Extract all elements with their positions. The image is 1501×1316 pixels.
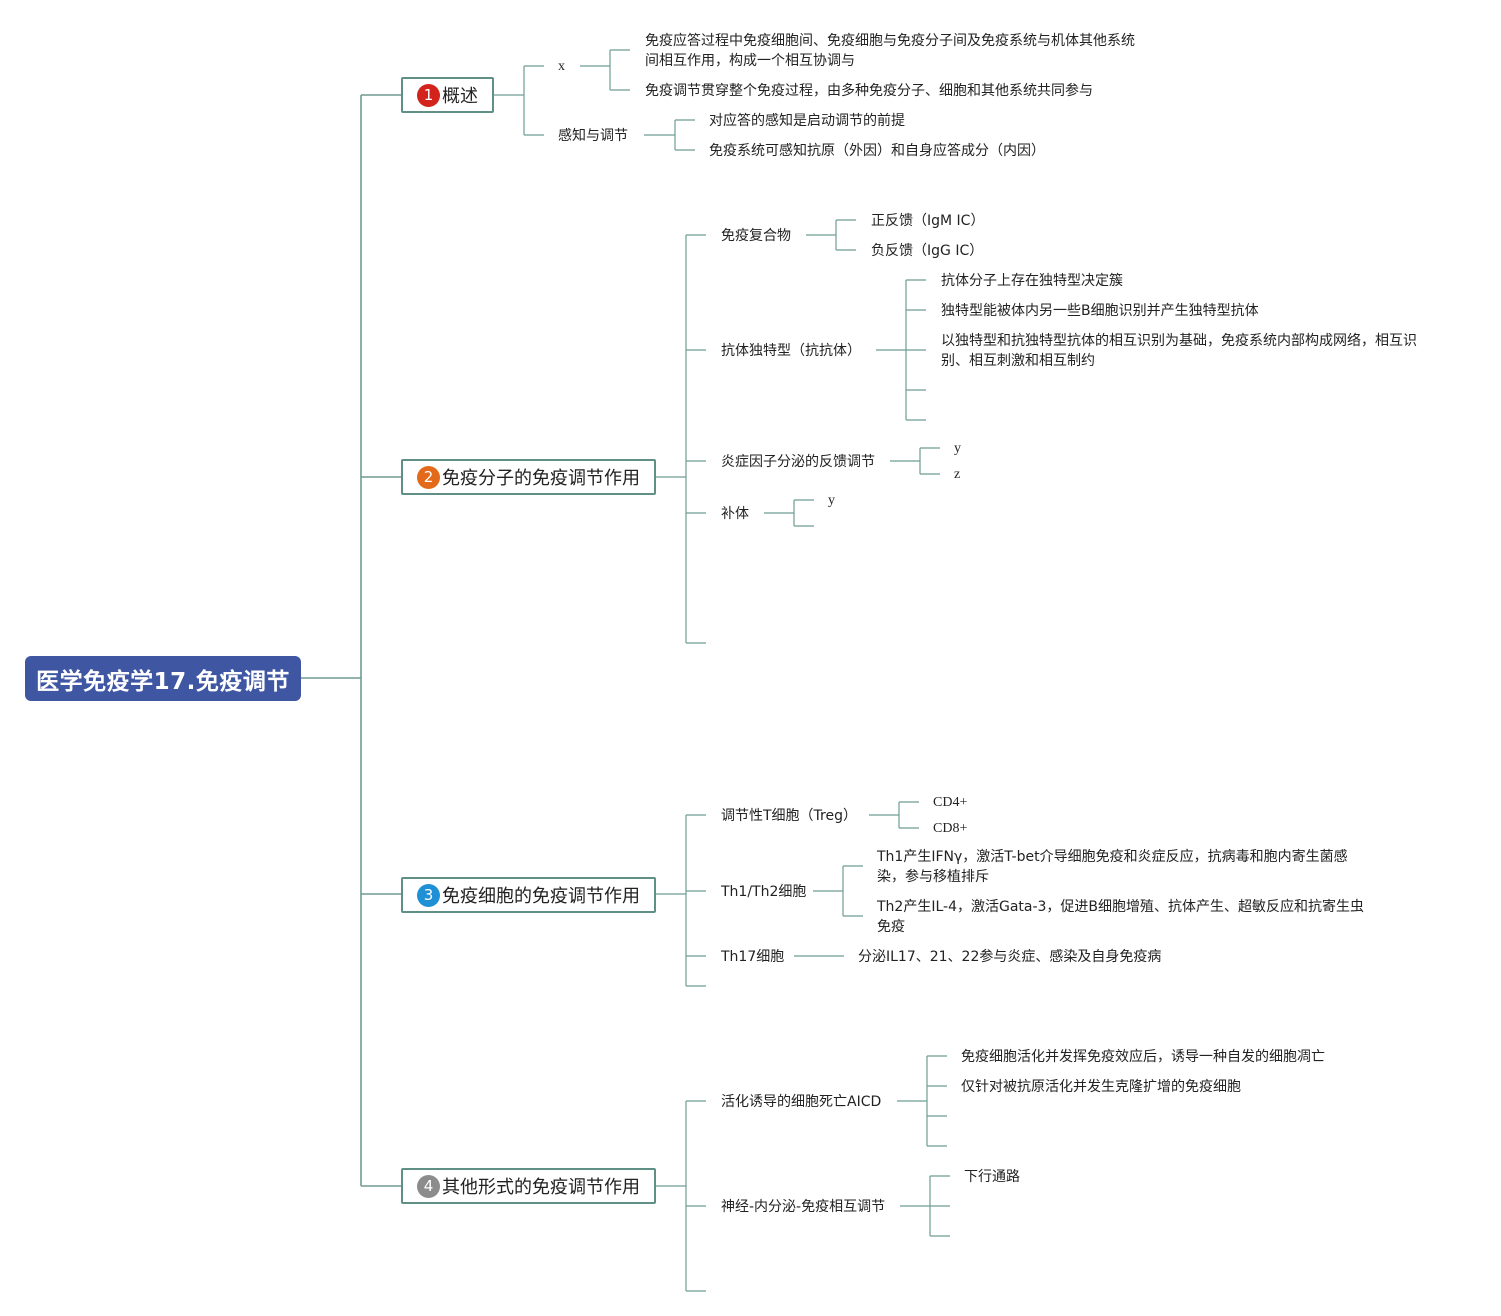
node-cd8[interactable]: CD8+	[933, 821, 968, 836]
node-th1[interactable]: Th1产生IFNγ，激活T-bet介导细胞免疫和炎症反应，抗病毒和胞内寄生菌感染…	[877, 849, 1348, 885]
number-badge-4: 4	[417, 1174, 440, 1198]
node-th1-th2[interactable]: Th1/Th2细胞	[721, 884, 807, 900]
node-aicd-apoptosis[interactable]: 免疫细胞活化并发挥免疫效应后，诱导一种自发的细胞凋亡	[961, 1049, 1325, 1065]
connector-b4-neuro	[900, 1175, 950, 1237]
node-immune-complex[interactable]: 免疫复合物	[721, 228, 791, 244]
branch-immune-cells[interactable]: 3 免疫细胞的免疫调节作用	[401, 877, 656, 913]
connector-b2	[656, 234, 706, 644]
node-infl-y[interactable]: y	[954, 441, 961, 456]
connector-b3	[656, 814, 706, 987]
branch-label: 其他形式的免疫调节作用	[442, 1177, 640, 1198]
number-badge-3: 3	[417, 883, 440, 907]
node-treg[interactable]: 调节性T细胞（Treg）	[721, 808, 857, 824]
node-overview-scope[interactable]: 免疫调节贯穿整个免疫过程，由多种免疫分子、细胞和其他系统共同参与	[645, 83, 1093, 99]
node-inflammation-feedback[interactable]: 炎症因子分泌的反馈调节	[721, 454, 875, 470]
connector-b4-aicd	[897, 1055, 947, 1147]
node-idiotype-determinant[interactable]: 抗体分子上存在独特型决定簇	[941, 273, 1123, 289]
node-sense-premise[interactable]: 对应答的感知是启动调节的前提	[709, 113, 905, 129]
node-sense-regulate[interactable]: 感知与调节	[558, 128, 628, 144]
node-sense-antigen[interactable]: 免疫系统可感知抗原（外因）和自身应答成分（内因）	[709, 143, 1045, 159]
node-th17[interactable]: Th17细胞	[721, 949, 785, 965]
node-negative-feedback[interactable]: 负反馈（IgG IC）	[871, 243, 984, 259]
number-badge-1: 1	[417, 83, 440, 107]
number-badge-2: 2	[417, 465, 440, 489]
node-cd4[interactable]: CD4+	[933, 795, 968, 810]
root-topic[interactable]: 医学免疫学17.免疫调节	[25, 656, 301, 701]
connector-root	[301, 94, 401, 1187]
branch-label: 免疫细胞的免疫调节作用	[442, 886, 640, 907]
node-th2[interactable]: Th2产生IL-4，激活Gata-3，促进B细胞增殖、抗体产生、超敏反应和抗寄生…	[877, 899, 1365, 935]
connector-b3-th	[813, 865, 863, 917]
branch-other-forms[interactable]: 4 其他形式的免疫调节作用	[401, 1168, 656, 1204]
node-complement[interactable]: 补体	[721, 506, 749, 522]
connector-b2-comp	[764, 499, 814, 527]
connector-b2-infl	[890, 447, 940, 475]
branch-label: 免疫分子的免疫调节作用	[442, 468, 640, 489]
connector-b1-x	[580, 49, 630, 91]
connector-b1-sense	[644, 119, 695, 151]
connector-b4	[656, 1100, 706, 1292]
node-descending-pathway[interactable]: 下行通路	[964, 1169, 1020, 1185]
node-comp-y[interactable]: y	[828, 493, 835, 508]
connector-b2-idio	[876, 279, 926, 421]
node-positive-feedback[interactable]: 正反馈（IgM IC）	[871, 213, 985, 229]
branch-immune-molecules[interactable]: 2 免疫分子的免疫调节作用	[401, 459, 656, 495]
node-infl-z[interactable]: z	[954, 467, 961, 482]
connector-b1	[494, 65, 544, 136]
node-idiotype-recognition[interactable]: 独特型能被体内另一些B细胞识别并产生独特型抗体	[941, 303, 1259, 319]
node-th17-secrete[interactable]: 分泌IL17、21、22参与炎症、感染及自身免疫病	[858, 949, 1162, 965]
node-x[interactable]: x	[558, 59, 565, 74]
node-aicd[interactable]: 活化诱导的细胞死亡AICD	[721, 1094, 882, 1110]
connector-b2-ic	[806, 219, 856, 251]
node-idiotype[interactable]: 抗体独特型（抗抗体）	[721, 343, 861, 359]
node-overview-definition[interactable]: 免疫应答过程中免疫细胞间、免疫细胞与免疫分子间及免疫系统与机体其他系统间相互作用…	[645, 33, 1135, 69]
node-aicd-clonal[interactable]: 仅针对被抗原活化并发生克隆扩增的免疫细胞	[961, 1079, 1241, 1095]
node-neuro-endocrine[interactable]: 神经-内分泌-免疫相互调节	[721, 1199, 886, 1215]
branch-overview[interactable]: 1 概述	[401, 77, 494, 113]
connector-b3-treg	[869, 801, 919, 829]
node-idiotype-network[interactable]: 以独特型和抗独特型抗体的相互识别为基础，免疫系统内部构成网络，相互识别、相互刺激…	[941, 333, 1417, 369]
branch-label: 概述	[442, 86, 478, 107]
